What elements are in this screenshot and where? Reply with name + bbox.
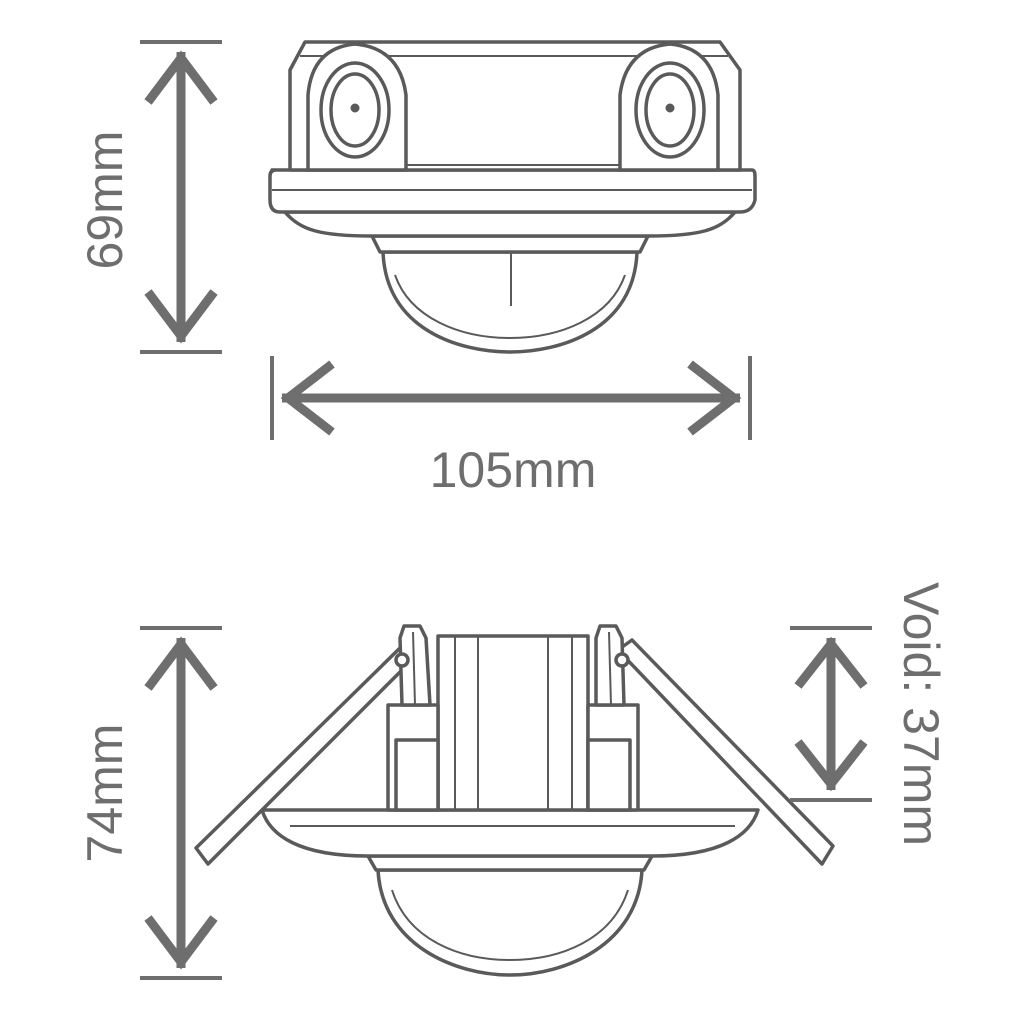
double-arrow-icon <box>794 636 868 792</box>
right-gland-inner <box>644 72 696 148</box>
dimension-label-105mm: 105mm <box>430 442 597 498</box>
left-terminal-lower <box>394 738 440 812</box>
surface-mount-sensor <box>268 40 757 354</box>
recessed-dome-inner <box>391 889 629 962</box>
recessed-flange <box>260 808 760 858</box>
left-gland-hole <box>350 103 360 113</box>
recessed-dome <box>376 868 644 977</box>
recessed-sensor <box>194 624 835 977</box>
double-arrow-icon <box>144 636 218 970</box>
left-gland-inner <box>329 72 381 148</box>
right-pivot <box>614 652 630 668</box>
recessed-collar <box>366 854 654 872</box>
double-arrow-icon <box>280 360 742 436</box>
right-spring-clip <box>616 638 835 866</box>
dome-collar <box>370 234 650 254</box>
dimension-69mm: 69mm <box>77 40 222 354</box>
dimension-105mm: 105mm <box>270 356 752 498</box>
left-post-line <box>412 631 416 706</box>
recessed-body <box>436 634 590 812</box>
dimension-void-37mm: Void: 37mm <box>790 582 949 846</box>
right-terminal-lower <box>586 738 632 812</box>
left-clip-post <box>398 624 432 707</box>
double-arrow-icon <box>144 50 218 344</box>
base-lower <box>283 210 737 238</box>
right-post-line <box>608 631 612 706</box>
dimension-label-void: Void: 37mm <box>893 582 949 846</box>
left-pivot <box>394 652 410 668</box>
dome-inner-line <box>394 274 626 340</box>
dimension-74mm: 74mm <box>77 626 222 980</box>
right-gland-hole <box>665 103 675 113</box>
dimension-label-69mm: 69mm <box>77 131 133 270</box>
dimension-label-74mm: 74mm <box>77 724 133 863</box>
